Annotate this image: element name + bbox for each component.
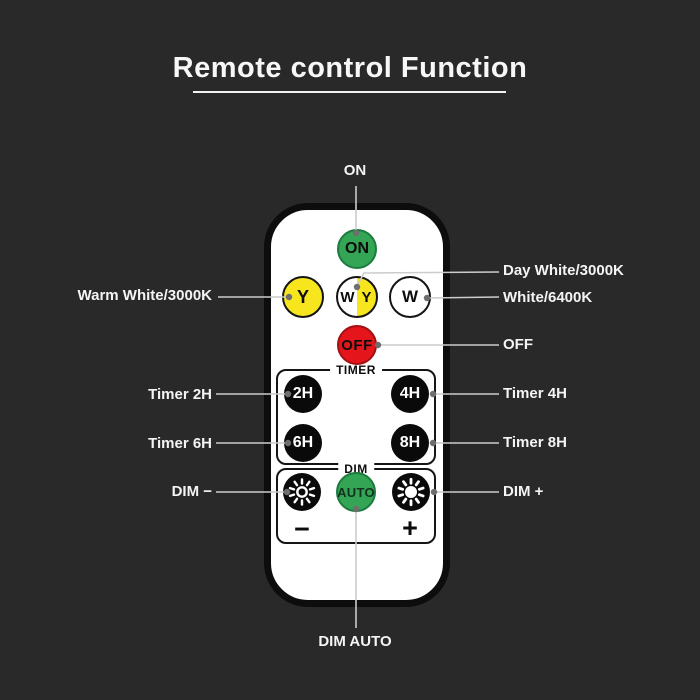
day-white-button-left-label: W bbox=[340, 288, 355, 306]
title-underline bbox=[193, 91, 506, 93]
callout-dim-minus: DIM − bbox=[171, 483, 212, 500]
off-button[interactable]: OFF bbox=[337, 325, 377, 365]
on-button[interactable]: ON bbox=[337, 229, 377, 269]
page-title: Remote control Function bbox=[172, 52, 528, 84]
callout-off: OFF bbox=[503, 336, 533, 353]
callout-on: ON bbox=[343, 162, 367, 179]
callout-timer-4h: Timer 4H bbox=[503, 385, 567, 402]
dim-minus-symbol: − bbox=[294, 514, 310, 544]
dim-minus-button[interactable] bbox=[283, 473, 321, 511]
callout-dim-plus: DIM + bbox=[503, 483, 544, 500]
white-button[interactable]: W bbox=[389, 276, 431, 318]
callout-white: White/6400K bbox=[503, 289, 593, 306]
callout-dim-auto: DIM AUTO bbox=[318, 633, 392, 650]
callout-warm-white: Warm White/3000K bbox=[77, 287, 212, 304]
sun-filled-icon bbox=[396, 477, 426, 507]
timer-4h-button[interactable]: 4H bbox=[391, 375, 429, 413]
day-white-button[interactable]: W Y bbox=[336, 276, 378, 318]
callout-timer-8h: Timer 8H bbox=[503, 434, 567, 451]
sun-outline-icon bbox=[287, 477, 317, 507]
dim-plus-button[interactable] bbox=[392, 473, 430, 511]
callout-timer-2h: Timer 2H bbox=[148, 386, 212, 403]
warm-white-button[interactable]: Y bbox=[282, 276, 324, 318]
callout-day-white: Day White/3000K bbox=[503, 262, 624, 279]
dim-plus-symbol: + bbox=[402, 513, 418, 543]
callout-timer-6h: Timer 6H bbox=[148, 435, 212, 452]
timer-group-label: TIMER bbox=[330, 363, 382, 377]
day-white-button-right-label: Y bbox=[361, 288, 372, 306]
timer-6h-button[interactable]: 6H bbox=[284, 424, 322, 462]
timer-2h-button[interactable]: 2H bbox=[284, 375, 322, 413]
dim-auto-button[interactable]: AUTO bbox=[336, 472, 376, 512]
timer-8h-button[interactable]: 8H bbox=[391, 424, 429, 462]
